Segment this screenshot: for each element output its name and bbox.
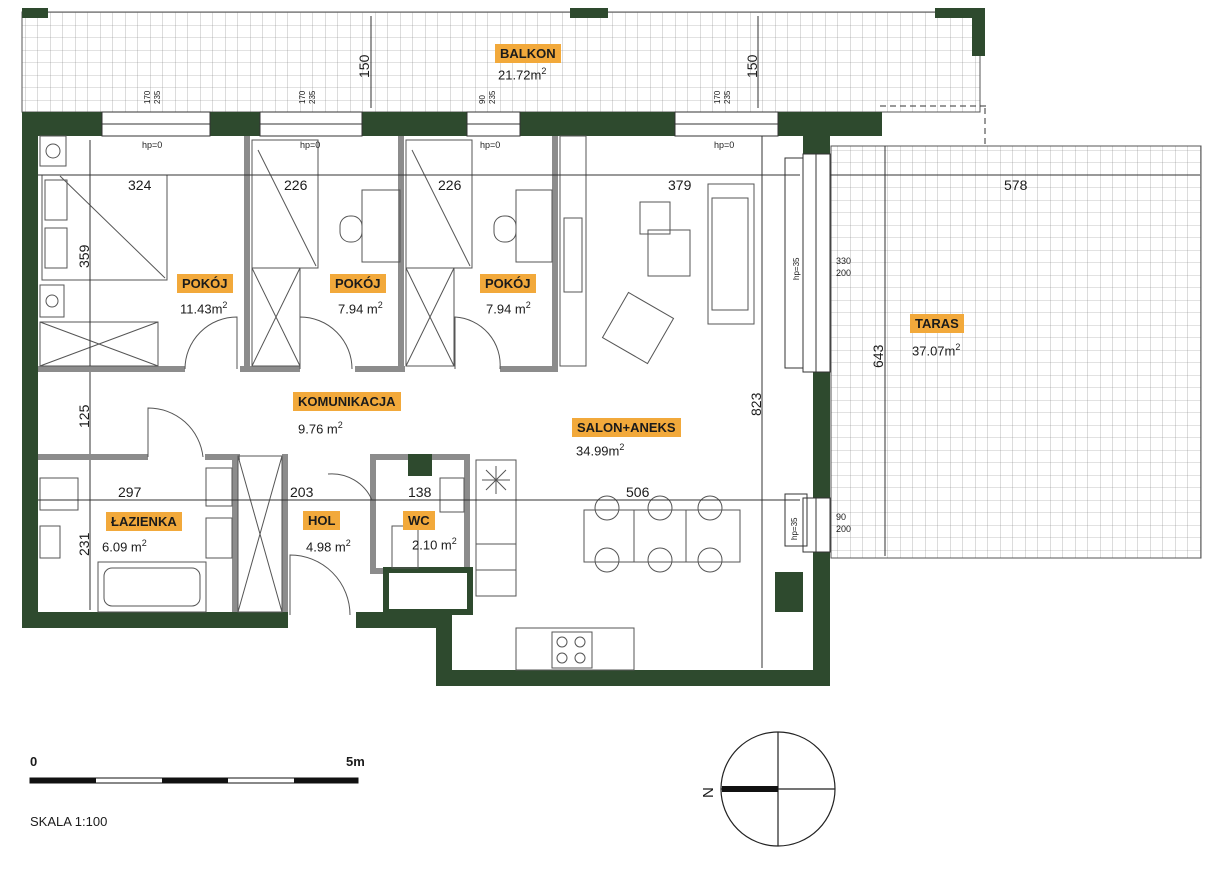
dim-324: 324 — [128, 177, 152, 193]
pokoj2-label: POKÓJ — [330, 274, 386, 293]
hol-label: HOL — [303, 511, 341, 530]
scale-label: SKALA 1:100 — [30, 814, 108, 829]
pokoj1-area: 11.43m2 — [180, 300, 228, 317]
dim-506: 506 — [626, 484, 650, 500]
dim-297: 297 — [118, 484, 142, 500]
pokoj1-label: POKÓJ — [177, 274, 233, 293]
window-2-height: 235 — [308, 90, 317, 104]
dim-150-b: 150 — [744, 54, 760, 78]
dim-643: 643 — [870, 344, 886, 368]
dim-359: 359 — [76, 244, 92, 268]
dim-203: 203 — [290, 484, 314, 500]
dim-150-a: 150 — [356, 54, 372, 78]
dim-138: 138 — [408, 484, 432, 500]
balkon-label: BALKON — [495, 44, 561, 63]
windows-north — [101, 111, 779, 137]
taras-area: 37.07m2 — [912, 342, 961, 359]
compass-north-label: N — [700, 787, 717, 798]
scale-bar — [29, 777, 359, 784]
dim-823: 823 — [748, 392, 764, 416]
salon-label: SALON+ANEKS — [572, 418, 681, 437]
wc-label: WC — [403, 511, 435, 530]
dim-226-a: 226 — [284, 177, 308, 193]
dim-231: 231 — [76, 532, 92, 556]
interior-walls — [38, 136, 558, 615]
komunikacja-area: 9.76 m2 — [298, 420, 343, 437]
door-2-width: 90 — [836, 512, 847, 522]
door-1-hp: hp=35 — [792, 257, 801, 280]
taras-label: TARAS — [910, 314, 964, 333]
door-1-height: 200 — [836, 268, 852, 278]
window-2-hp: hp=0 — [300, 140, 321, 150]
window-2-width: 170 — [298, 90, 307, 104]
door-2-height: 200 — [836, 524, 852, 534]
windows-east — [784, 153, 831, 553]
window-4-height: 235 — [723, 90, 732, 104]
door-2-hp: hp=35 — [790, 517, 799, 540]
hol-area: 4.98 m2 — [306, 538, 351, 555]
lazienka-area: 6.09 m2 — [102, 538, 147, 555]
window-1-hp: hp=0 — [142, 140, 163, 150]
dim-125: 125 — [76, 404, 92, 428]
taras-floor — [830, 145, 1202, 559]
door-1-width: 330 — [836, 256, 852, 266]
dim-226-b: 226 — [438, 177, 462, 193]
window-3-width: 90 — [478, 95, 487, 104]
window-1-height: 235 — [153, 90, 162, 104]
balkon-area: 21.72m2 — [498, 66, 547, 83]
window-3-height: 235 — [488, 90, 497, 104]
window-1-width: 170 — [143, 90, 152, 104]
pokoj3-label: POKÓJ — [480, 274, 536, 293]
komunikacja-label: KOMUNIKACJA — [293, 392, 401, 411]
pokoj2-area: 7.94 m2 — [338, 300, 383, 317]
scale-start: 0 — [30, 754, 38, 769]
salon-area: 34.99m2 — [576, 442, 625, 459]
lazienka-label: ŁAZIENKA — [106, 512, 182, 531]
balkon-rail — [22, 8, 985, 56]
dimension-lines — [38, 16, 1200, 668]
dim-578: 578 — [1004, 177, 1028, 193]
scale-end: 5m — [346, 754, 365, 769]
compass-icon — [720, 731, 836, 847]
window-4-hp: hp=0 — [714, 140, 735, 150]
pokoj3-area: 7.94 m2 — [486, 300, 531, 317]
wc-area: 2.10 m2 — [412, 536, 457, 553]
window-3-hp: hp=0 — [480, 140, 501, 150]
dim-379: 379 — [668, 177, 692, 193]
furniture — [39, 135, 755, 671]
window-4-width: 170 — [713, 90, 722, 104]
